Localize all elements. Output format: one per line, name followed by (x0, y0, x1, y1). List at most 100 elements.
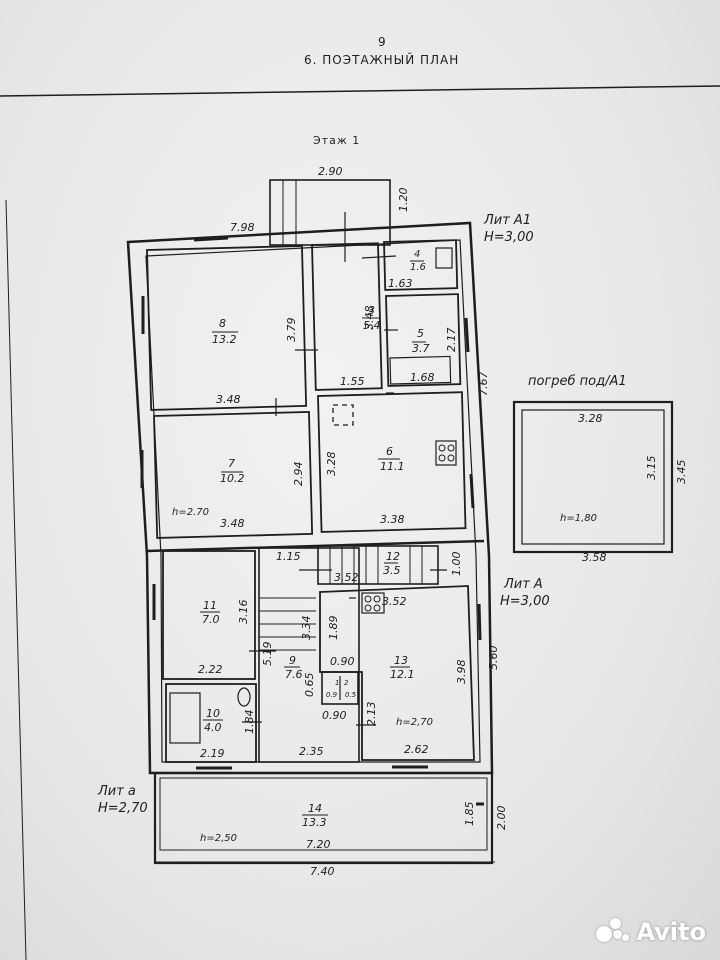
room-9-stair-dim: 3.34 (300, 615, 313, 641)
room-11-number: 11 (203, 599, 217, 612)
room-14-number: 14 (308, 802, 322, 815)
room-8-width-dim: 3.48 (216, 393, 241, 406)
room-10-height-dim: 1.84 (243, 709, 256, 735)
room-6-area: 11.1 (380, 460, 405, 473)
toilet (237, 687, 251, 707)
room-5-width-dim: 1.68 (410, 371, 435, 384)
room-11-outline (162, 550, 256, 680)
room-14-outline (153, 771, 494, 865)
room-5-fixture (389, 355, 452, 385)
dashed-fixture-6 (332, 404, 354, 426)
room-13-left-dim: 1.89 (327, 615, 340, 641)
bathtub (169, 692, 201, 744)
room-1-outline (321, 671, 359, 705)
room-4-width-dim: 1.63 (388, 277, 413, 290)
header-rule (0, 85, 720, 97)
room-3-number: 3 (368, 304, 375, 317)
room-12-height-dim: 1.00 (450, 551, 463, 577)
room-8-number: 8 (219, 317, 226, 330)
room-5-height-dim: 2.17 (445, 327, 458, 353)
room-9-bottom-dim: 2.35 (299, 745, 324, 758)
cross-wall (146, 539, 485, 553)
lit-a-name: Лит А (504, 577, 543, 592)
room-12-number: 12 (386, 550, 400, 563)
room-10-number: 10 (206, 707, 220, 720)
room-4-number: 4 (414, 249, 421, 260)
room-13-area: 12.1 (390, 668, 415, 681)
room-4-outline (383, 239, 459, 291)
room-9-outline (258, 547, 360, 763)
a1-right-dim: 7.67 (477, 371, 490, 397)
room-14-outer-width-dim: 7.40 (310, 865, 335, 878)
room-8-area: 13.2 (212, 333, 237, 346)
stove-13 (361, 592, 385, 614)
room-9-number: 9 (289, 654, 296, 667)
room-5-number: 5 (417, 327, 424, 340)
windows (140, 236, 484, 806)
room-6-width-dim: 3.38 (380, 513, 405, 526)
cellar-top-dim: 3.28 (578, 412, 603, 425)
cellar-outer (512, 400, 674, 554)
room-6-number: 6 (386, 445, 393, 458)
room-12-area: 3.5 (383, 564, 401, 577)
cellar-right-outer-dim: 3.45 (675, 459, 688, 485)
cellar-title: погреб под/А1 (528, 374, 627, 389)
room-4-area: 1.6 (410, 262, 426, 273)
room-1-area: 0.9 (326, 691, 338, 699)
porch-depth-dim: 1.20 (397, 187, 410, 213)
floor-title: Этаж 1 (313, 134, 361, 147)
room-7-width-dim: 3.48 (220, 517, 245, 530)
porch (269, 179, 391, 246)
a-right-dim: 5.60 (487, 645, 500, 671)
section-title: 6. ПОЭТАЖНЫЙ ПЛАН (304, 53, 460, 67)
door-ticks (242, 212, 447, 726)
room-13-number: 13 (394, 654, 408, 667)
room-9-area: 7.6 (285, 668, 303, 681)
page-number: 9 (378, 35, 387, 49)
room-8-height-dim: 3.79 (285, 317, 298, 343)
left-margin-line (5, 199, 27, 960)
porch-width-dim: 2.90 (318, 165, 343, 178)
room-6-outline (317, 391, 467, 533)
room-1-width-dim: 0.90 (330, 655, 355, 668)
cellar-right-inner-dim: 3.15 (645, 455, 658, 481)
room-12-width-dim: 3.52 (334, 571, 359, 584)
lit-a-small-name: Лит а (98, 784, 136, 799)
room-2-area: 0.5 (345, 691, 357, 699)
lit-a1-height: H=3,00 (484, 230, 534, 245)
hall-width-dim: 1.15 (276, 550, 301, 563)
room-8-outline (146, 245, 308, 411)
stove-6-burners (438, 444, 455, 462)
room-2-width-dim: 0.90 (322, 709, 347, 722)
room-10-width-dim: 2.19 (200, 747, 225, 760)
room-7-outline (153, 411, 314, 539)
room-10-outline (165, 683, 257, 763)
room-14-area: 13.3 (302, 816, 327, 829)
outer-wall-inner (145, 239, 481, 763)
lit-a-small-height: H=2,70 (98, 801, 148, 816)
cellar-inner (521, 409, 665, 545)
room-14-inner (159, 777, 488, 851)
room-14-inner-height-dim: 1.85 (463, 801, 476, 827)
room-2-number: 2 (344, 679, 349, 687)
room-2-height-dim: 2.13 (365, 701, 378, 727)
avito-logo-icon (596, 918, 630, 946)
room-13-height-dim: 3.98 (455, 659, 468, 685)
room-14-outer-height-dim: 2.00 (495, 805, 508, 831)
room-6-height-dim: 3.28 (325, 451, 338, 477)
area-fraction-bars (200, 260, 426, 816)
avito-watermark-text: Avito (636, 918, 706, 946)
cellar-height: h=1,80 (560, 513, 597, 524)
room-12-stair (329, 546, 423, 584)
lit-a1-name: Лит А1 (484, 213, 532, 228)
room-1-number: 1 (335, 679, 340, 687)
room-3-height-dim: 3.48 (363, 305, 376, 331)
room-7-ceiling: h=2.70 (172, 507, 209, 518)
top-left-dim: 7.98 (230, 221, 255, 234)
room-14-ceiling: h=2,50 (200, 833, 237, 844)
room-5-outline (385, 293, 462, 387)
room-1-height-dim: 0.65 (303, 672, 316, 698)
room-13-outline (319, 585, 475, 761)
room-11-area: 7.0 (202, 613, 220, 626)
